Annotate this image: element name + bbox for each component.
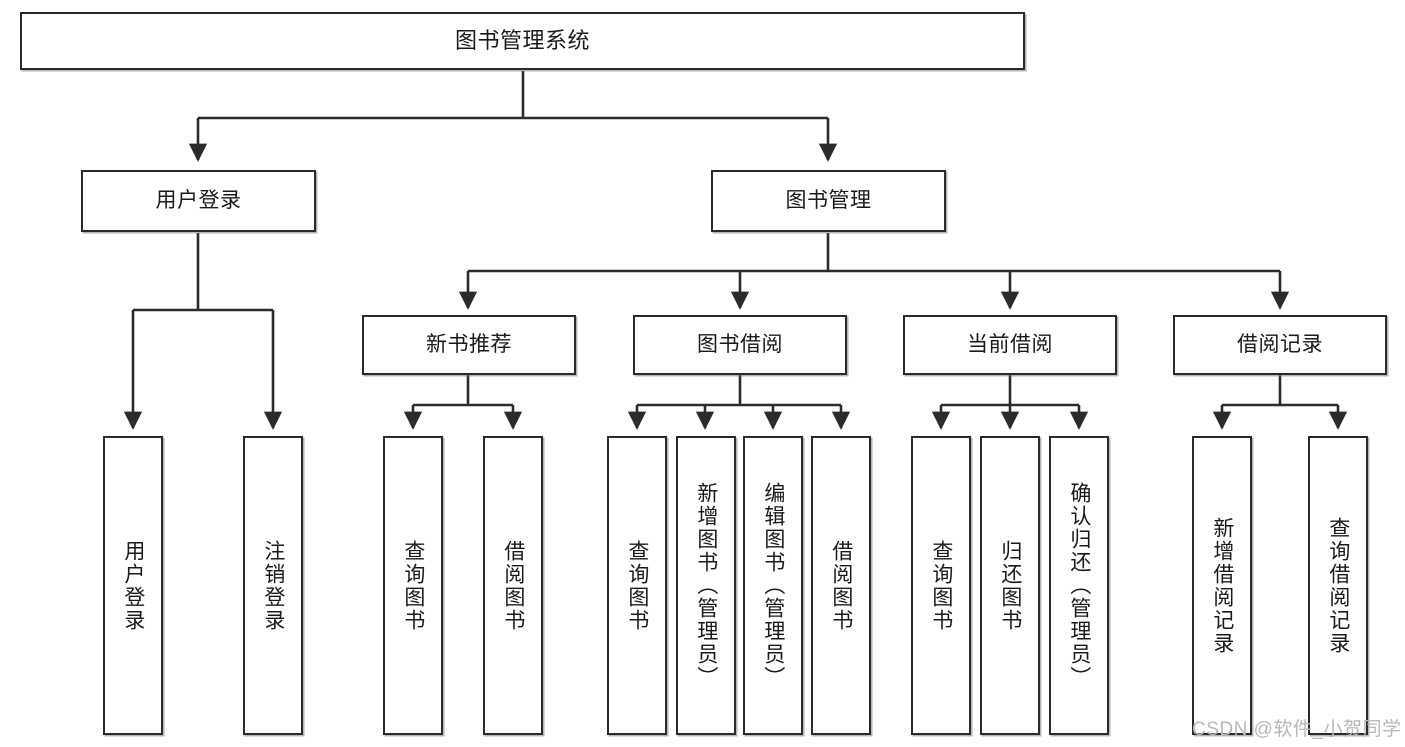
node-label: 查询图书 bbox=[401, 539, 425, 632]
node-label: 新书推荐 bbox=[426, 332, 512, 356]
node-label: 用户登录 bbox=[155, 188, 242, 212]
node-label: 归还图书 bbox=[998, 539, 1022, 632]
node-label: 用户登录 bbox=[121, 539, 145, 632]
node-label: 查询图书 bbox=[625, 539, 649, 632]
node-leaf-return-book[interactable]: 归还图书 bbox=[980, 436, 1040, 735]
node-label: 新增借阅记录 bbox=[1210, 516, 1234, 655]
node-leaf-borrow-book-2[interactable]: 借阅图书 bbox=[811, 436, 871, 735]
node-user-login[interactable]: 用户登录 bbox=[81, 170, 316, 232]
node-label: 查询图书 bbox=[929, 539, 953, 632]
node-label: 借阅图书 bbox=[501, 539, 525, 632]
node-leaf-query-book-3[interactable]: 查询图书 bbox=[911, 436, 971, 735]
node-new-book-rec[interactable]: 新书推荐 bbox=[362, 315, 576, 375]
node-label: 编辑图书（管理员） bbox=[761, 482, 785, 689]
node-label: 查询借阅记录 bbox=[1326, 516, 1350, 655]
node-label: 图书管理系统 bbox=[454, 28, 590, 54]
node-borrow-record[interactable]: 借阅记录 bbox=[1173, 315, 1387, 375]
node-label: 图书管理 bbox=[785, 188, 872, 212]
node-label: 当前借阅 bbox=[967, 332, 1053, 356]
node-label: 借阅记录 bbox=[1237, 332, 1323, 356]
node-leaf-query-book-1[interactable]: 查询图书 bbox=[383, 436, 443, 735]
node-leaf-confirm-return[interactable]: 确认归还（管理员） bbox=[1049, 436, 1109, 735]
node-leaf-logout[interactable]: 注销登录 bbox=[243, 436, 303, 735]
node-label: 新增图书（管理员） bbox=[694, 482, 718, 689]
node-label: 图书借阅 bbox=[697, 332, 783, 356]
node-leaf-edit-book[interactable]: 编辑图书（管理员） bbox=[743, 436, 803, 735]
node-label: 注销登录 bbox=[261, 539, 285, 632]
node-leaf-add-book[interactable]: 新增图书（管理员） bbox=[676, 436, 736, 735]
node-leaf-borrow-book-1[interactable]: 借阅图书 bbox=[483, 436, 543, 735]
node-current-borrow[interactable]: 当前借阅 bbox=[903, 315, 1117, 375]
watermark-text: CSDN @软件_小贺同学 bbox=[1192, 719, 1402, 740]
node-leaf-query-book-2[interactable]: 查询图书 bbox=[607, 436, 667, 735]
node-book-manage[interactable]: 图书管理 bbox=[711, 170, 946, 232]
node-leaf-user-login[interactable]: 用户登录 bbox=[103, 436, 163, 735]
node-label: 借阅图书 bbox=[829, 539, 853, 632]
node-leaf-query-record[interactable]: 查询借阅记录 bbox=[1308, 436, 1368, 735]
node-book-borrow[interactable]: 图书借阅 bbox=[633, 315, 847, 375]
node-root-system[interactable]: 图书管理系统 bbox=[20, 12, 1025, 70]
node-leaf-add-record[interactable]: 新增借阅记录 bbox=[1192, 436, 1252, 735]
node-label: 确认归还（管理员） bbox=[1067, 482, 1091, 689]
